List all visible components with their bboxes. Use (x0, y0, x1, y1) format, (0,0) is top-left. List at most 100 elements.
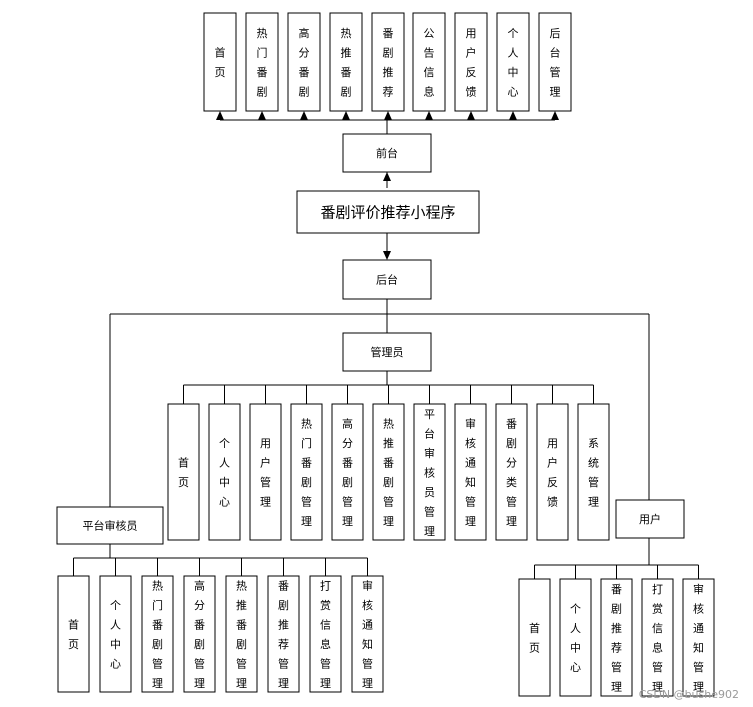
admin-item-5-char: 高 (342, 417, 353, 431)
admin-item-6-char: 番 (383, 457, 394, 470)
admin-item-7-char: 理 (424, 525, 435, 538)
root-box: 番剧评价推荐小程序 (296, 190, 480, 234)
admin-item-7-char: 审 (424, 446, 435, 460)
auditor-item-3-char: 热 (152, 580, 163, 593)
admin-item-5-char: 剧 (342, 476, 353, 489)
auditor-item-1-char: 首 (68, 618, 79, 632)
frontend-item-9-frame (538, 12, 572, 112)
admin-box-label: 管理员 (371, 345, 404, 359)
admin-item-6-frame (372, 403, 405, 541)
auditor-item-7-char: 理 (320, 677, 331, 690)
admin-item-9-char: 理 (506, 515, 517, 528)
root-box-frame (296, 190, 480, 234)
auditor-item-6-char: 管 (278, 657, 289, 671)
admin-item-7-frame (413, 403, 446, 541)
auditor-item-7-char: 息 (320, 637, 331, 651)
admin-item-9-char: 分 (506, 457, 517, 470)
user-item-3-char: 推 (611, 621, 622, 635)
admin-box-frame (342, 332, 432, 372)
auditor-item-4-char: 剧 (194, 638, 205, 651)
user-item-3-frame (600, 578, 633, 697)
auditor-box: 平台审核员 (56, 506, 164, 545)
frontend-item-7-char: 反 (466, 66, 477, 79)
admin-item-1-char: 页 (178, 476, 189, 489)
frontend-item-6-char: 息 (424, 85, 435, 99)
admin-item-10-char: 用 (547, 437, 558, 450)
frontend-box-label: 前台 (376, 146, 398, 160)
frontend-item-1-char: 页 (215, 66, 226, 79)
frontend-item-8-char: 中 (508, 66, 519, 79)
frontend-item-9-char: 管 (550, 65, 561, 79)
auditor-item-8-char: 审 (362, 579, 373, 593)
frontend-item-6-char: 公 (424, 27, 435, 40)
auditor-item-7-char: 赏 (320, 599, 331, 612)
frontend-item-1-char: 首 (215, 46, 226, 60)
admin-item-5-char: 理 (342, 515, 353, 528)
admin-item-4-char: 热 (301, 418, 312, 431)
auditor-item-4-frame (183, 575, 216, 693)
user-item-4-char: 信 (652, 622, 663, 635)
auditor-item-7-char: 管 (320, 657, 331, 671)
backend-box-label: 后台 (376, 273, 398, 287)
root-box-label: 番剧评价推荐小程序 (320, 204, 455, 222)
auditor-item-2-char: 心 (110, 658, 121, 671)
user-item-2-char: 心 (570, 661, 581, 674)
auditor-item-6-char: 番 (278, 580, 289, 593)
frontend-item-5-char: 番 (383, 27, 394, 40)
user-item-3-char: 理 (611, 681, 622, 694)
admin-item-10-char: 馈 (547, 496, 558, 509)
frontend-item-5-char: 推 (383, 65, 394, 79)
admin-item-10-char: 户 (547, 456, 558, 470)
admin-item-8-char: 知 (465, 475, 476, 489)
auditor-item-8-char: 通 (362, 619, 373, 632)
frontend-item-9-arrow-icon (551, 111, 559, 120)
admin-item-6-char: 推 (383, 436, 394, 450)
frontend-item-8-arrow-icon (509, 111, 517, 120)
admin-item-9-char: 番 (506, 418, 517, 431)
admin-item-5-frame (331, 403, 364, 541)
auditor-item-4-char: 高 (194, 579, 205, 593)
auditor-item-2-char: 中 (110, 638, 121, 651)
frontend-item-5-arrow-icon (384, 111, 392, 120)
frontend-item-7-char: 户 (466, 46, 477, 60)
auditor-item-8-char: 知 (362, 637, 373, 651)
admin-item-6-char: 热 (383, 418, 394, 431)
admin-item-2-frame (208, 403, 241, 541)
auditor-item-5-char: 剧 (236, 638, 247, 651)
auditor-item-5-char: 热 (236, 580, 247, 593)
user-item-3-char: 荐 (611, 642, 622, 655)
user-item-3-char: 番 (611, 583, 622, 596)
auditor-item-3-char: 门 (152, 598, 163, 612)
user-item-4-frame (641, 578, 674, 697)
admin-item-7-char: 员 (424, 486, 435, 499)
user-item-4-char: 赏 (652, 603, 663, 616)
frontend-item-7-char: 用 (466, 27, 477, 40)
user-item-1-char: 首 (529, 621, 540, 635)
auditor-item-4-char: 分 (194, 599, 205, 612)
user-item-2-char: 中 (570, 642, 581, 655)
user-item-2-char: 个 (570, 603, 581, 616)
admin-item-8-char: 通 (465, 457, 476, 470)
auditor-item-2-char: 个 (110, 599, 121, 612)
frontend-item-4-frame (329, 12, 363, 112)
frontend-item-2-arrow-icon (258, 111, 266, 120)
user-box: 用户 (615, 499, 685, 539)
frontend-item-3-char: 剧 (299, 86, 310, 99)
auditor-item-7-frame (309, 575, 342, 693)
admin-item-7-char: 平 (424, 408, 435, 421)
auditor-item-4-char: 管 (194, 657, 205, 671)
frontend-item-2-char: 番 (257, 66, 268, 79)
user-item-2-char: 人 (570, 622, 581, 635)
frontend-item-8-char: 人 (508, 47, 519, 60)
frontend-item-3-char: 高 (299, 26, 310, 40)
auditor-item-1-frame (57, 575, 90, 693)
auditor-box-frame (56, 506, 164, 545)
admin-item-6-char: 管 (383, 495, 394, 509)
